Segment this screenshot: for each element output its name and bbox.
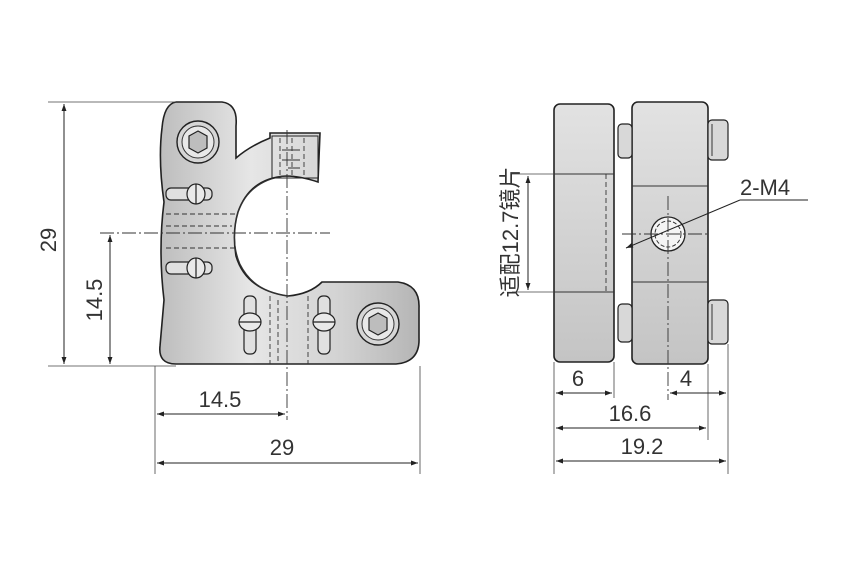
- side-screw-bottom-left-icon: [617, 303, 633, 343]
- set-screw-lower-icon: [165, 257, 213, 279]
- side-screw-top-left-icon: [617, 123, 633, 159]
- front-width-center-label: 14.5: [199, 387, 242, 412]
- side-left-block: [553, 103, 615, 363]
- side-screw-top-right-icon: [707, 119, 729, 161]
- hex-screw-bottom-icon: [356, 302, 400, 346]
- hex-screw-top-icon: [176, 120, 220, 164]
- set-screw-right-vertical-icon: [312, 295, 336, 355]
- dim-19-2-label: 19.2: [621, 434, 664, 459]
- thread-label: 2-M4: [740, 175, 790, 200]
- dim-4-label: 4: [680, 366, 692, 391]
- front-height-total-label: 29: [36, 228, 61, 252]
- lens-fit-label: 适配12.7镜片: [498, 167, 523, 298]
- front-width-total-label: 29: [270, 435, 294, 460]
- dim-16-6-label: 16.6: [609, 401, 652, 426]
- side-screw-bottom-right-icon: [707, 299, 729, 345]
- clamp-body: [159, 101, 420, 365]
- set-screw-left-vertical-icon: [238, 295, 262, 355]
- side-view: 2-M4 适配12.7镜片 6 4 16.6 19.2: [498, 101, 808, 474]
- front-view: 29 14.5 14.5 29: [36, 101, 421, 474]
- dim-6-label: 6: [572, 366, 584, 391]
- set-screw-upper-icon: [165, 183, 213, 205]
- slot-block: [271, 135, 319, 179]
- front-height-center-label: 14.5: [82, 279, 107, 322]
